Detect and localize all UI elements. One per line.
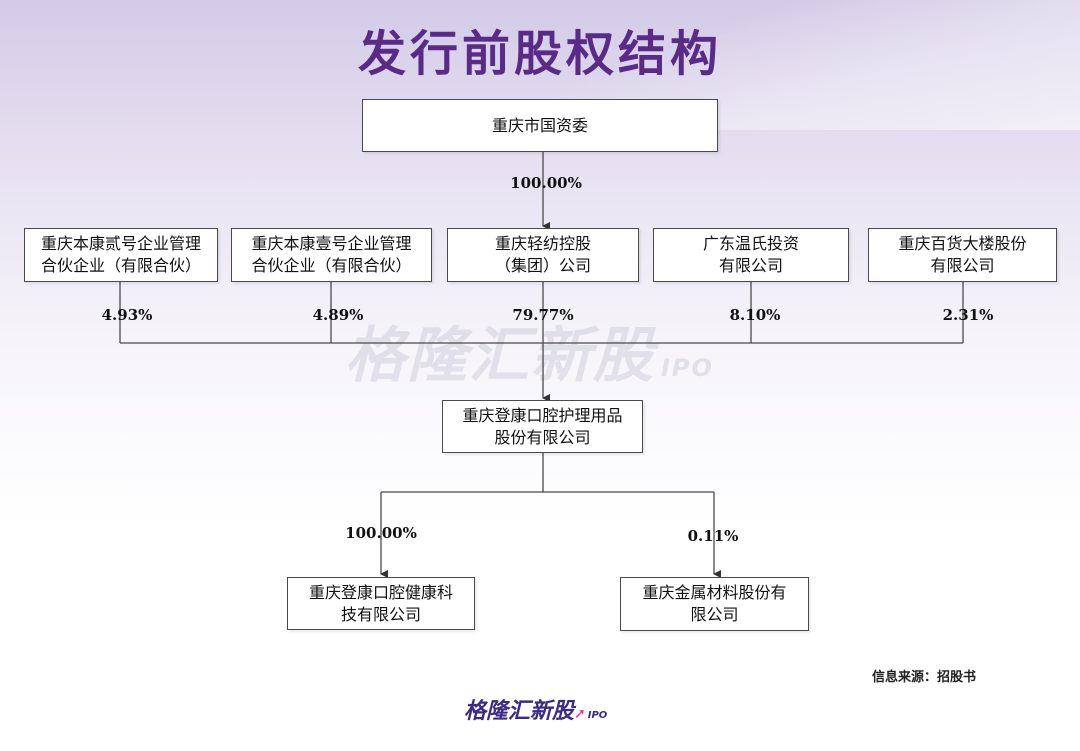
pct-bk2: 4.93% — [101, 306, 153, 324]
node-sasac: 重庆市国资委 — [362, 99, 718, 152]
node-bk2: 重庆本康贰号企业管理 合伙企业（有限合伙） — [24, 228, 218, 282]
node-sub1-label: 重庆登康口腔健康科 技有限公司 — [308, 582, 453, 624]
page-title: 发行前股权结构 — [357, 26, 722, 82]
node-gdws-label: 广东温氏投资 有限公司 — [702, 234, 799, 275]
pct-qfk: 79.77% — [512, 306, 574, 324]
pct-sasac-qfk: 100.00% — [510, 174, 582, 192]
pct-sub1: 100.00% — [345, 524, 417, 542]
node-dengkang: 重庆登康口腔护理用品 股份有限公司 — [442, 400, 643, 453]
pct-sub2: 0.11% — [687, 527, 739, 545]
source-note: 信息来源：招股书 — [872, 670, 977, 685]
node-sub2-label: 重庆金属材料股份有 限公司 — [642, 583, 787, 624]
brand-logo: 格隆汇新股➚IPO — [464, 693, 607, 725]
watermark-ipo: IPO — [661, 354, 714, 382]
node-sasac-label: 重庆市国资委 — [491, 115, 588, 135]
node-qfk-label: 重庆轻纺控股 （集团）公司 — [494, 234, 591, 275]
pct-gdws: 8.10% — [729, 306, 781, 324]
node-bk1: 重庆本康壹号企业管理 合伙企业（有限合伙） — [231, 228, 432, 282]
node-bk1-label: 重庆本康壹号企业管理 合伙企业（有限合伙） — [251, 234, 412, 275]
node-cqbh-label: 重庆百货大楼股份 有限公司 — [898, 234, 1027, 275]
node-sub1: 重庆登康口腔健康科 技有限公司 — [287, 577, 475, 630]
node-bk2-label: 重庆本康贰号企业管理 合伙企业（有限合伙） — [40, 234, 201, 275]
watermark-text: 格隆汇新股 — [345, 321, 655, 391]
node-sub2: 重庆金属材料股份有 限公司 — [620, 577, 809, 631]
node-dengkang-label: 重庆登康口腔护理用品 股份有限公司 — [462, 405, 623, 447]
node-cqbh: 重庆百货大楼股份 有限公司 — [868, 228, 1057, 282]
logo-spark-icon: ➚ — [574, 706, 586, 722]
node-qfk: 重庆轻纺控股 （集团）公司 — [447, 228, 639, 282]
pct-bk1: 4.89% — [312, 306, 364, 324]
logo-ipo: IPO — [587, 710, 608, 721]
pct-cqbh: 2.31% — [942, 306, 994, 324]
logo-text: 格隆汇新股 — [464, 699, 575, 724]
node-gdws: 广东温氏投资 有限公司 — [653, 228, 849, 282]
